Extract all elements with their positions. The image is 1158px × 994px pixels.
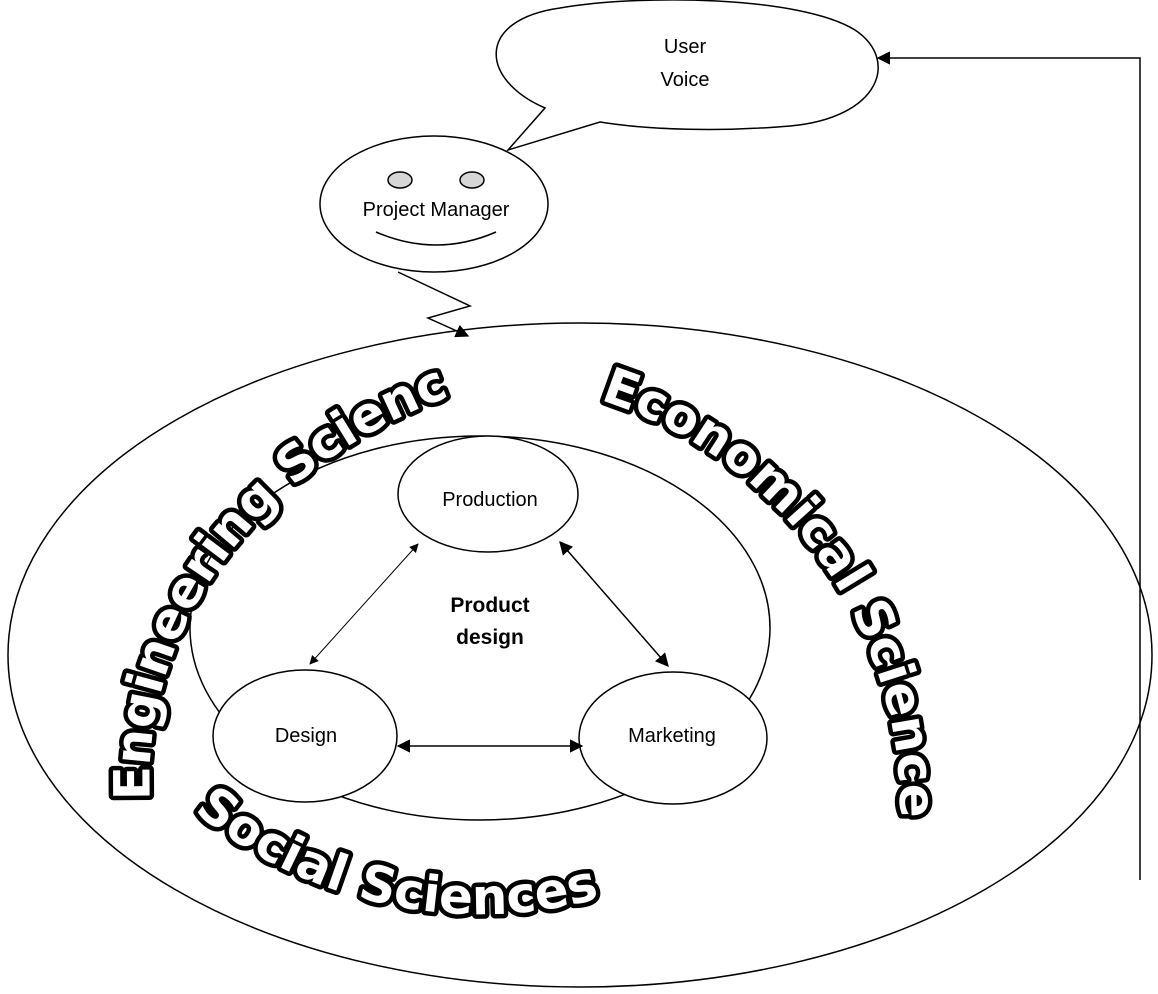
lightning-connector xyxy=(397,271,473,338)
project-manager-label: Project Manager xyxy=(363,199,510,221)
marketing-label: Marketing xyxy=(628,725,716,747)
arrow-production-design xyxy=(309,543,419,665)
speech-bubble-line1: User xyxy=(664,36,707,58)
speech-bubble xyxy=(495,0,879,152)
production-node xyxy=(397,435,579,553)
design-node xyxy=(212,669,398,803)
speech-bubble-line2: Voice xyxy=(661,69,710,91)
production-label: Production xyxy=(442,489,538,511)
feedback-arrow xyxy=(876,51,1141,880)
project-manager-face xyxy=(319,135,549,273)
product-design-label-line2: design xyxy=(456,626,524,649)
smile-icon xyxy=(375,231,497,246)
right-eye-icon xyxy=(459,171,485,189)
product-design-label: Product xyxy=(450,594,529,617)
design-label: Design xyxy=(275,725,337,747)
arrow-production-marketing xyxy=(559,540,669,668)
left-eye-icon xyxy=(387,171,413,189)
marketing-node xyxy=(578,671,768,805)
